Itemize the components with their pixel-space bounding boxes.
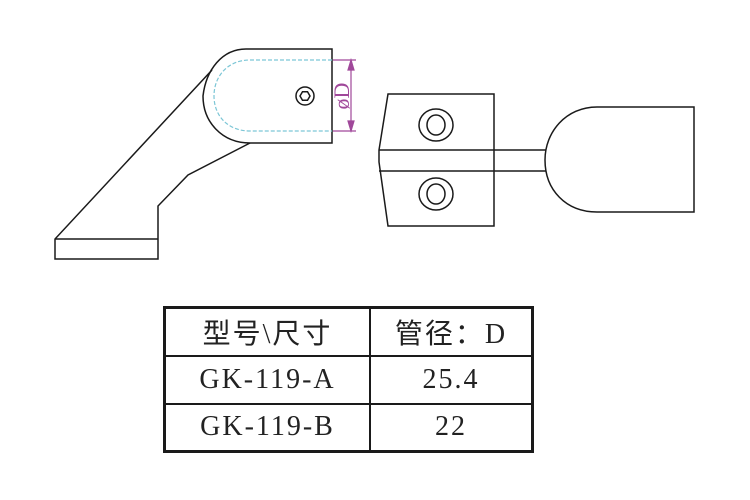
cell-model: GK-119-B <box>163 402 371 453</box>
header-diameter: 管径：D <box>369 306 534 357</box>
table-row: GK-119-A 25.4 <box>163 354 534 405</box>
side-view-outline <box>202 48 333 144</box>
hidden-tube-line <box>213 59 332 132</box>
clamp-block-outline <box>378 93 495 227</box>
top-view <box>378 93 695 227</box>
cell-diameter: 25.4 <box>369 354 534 405</box>
table-row: GK-119-B 22 <box>163 402 534 453</box>
cell-diameter: 22 <box>369 402 534 453</box>
screw-hole-icon <box>418 177 454 211</box>
dimension-label: øD <box>329 83 354 110</box>
technical-drawing: øD <box>54 48 695 260</box>
support-arm-outline <box>54 69 251 260</box>
header-model: 型号\尺寸 <box>163 306 371 357</box>
table-header-row: 型号\尺寸 管径：D <box>163 306 534 357</box>
screw-hole-icon <box>418 108 454 142</box>
cell-model: GK-119-A <box>163 354 371 405</box>
side-view <box>54 48 333 260</box>
dimension-d: øD <box>329 57 356 134</box>
hex-screw-icon <box>295 86 315 106</box>
spec-table: 型号\尺寸 管径：D GK-119-A 25.4 GK-119-B 22 <box>163 306 534 453</box>
dome-outline <box>544 106 695 213</box>
